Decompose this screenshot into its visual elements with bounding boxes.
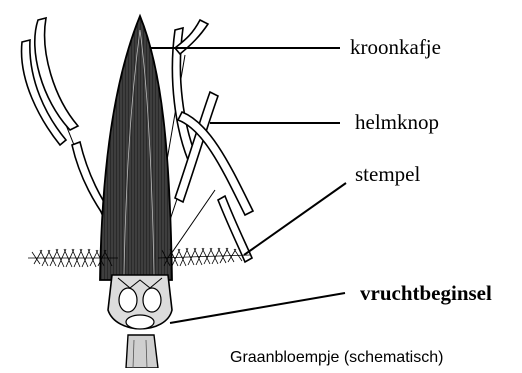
leader-vruchtbeginsel bbox=[170, 293, 345, 323]
label-vruchtbeginsel: vruchtbeginsel bbox=[360, 281, 492, 306]
label-stempel: stempel bbox=[355, 162, 420, 187]
figure-caption: Graanbloempje (schematisch) bbox=[230, 349, 443, 367]
label-helmknop: helmknop bbox=[355, 110, 439, 135]
glume bbox=[100, 16, 172, 280]
stalk bbox=[126, 335, 158, 368]
label-kroonkafje: kroonkafje bbox=[350, 35, 441, 60]
leader-stempel bbox=[244, 183, 346, 255]
ovary bbox=[108, 275, 172, 329]
